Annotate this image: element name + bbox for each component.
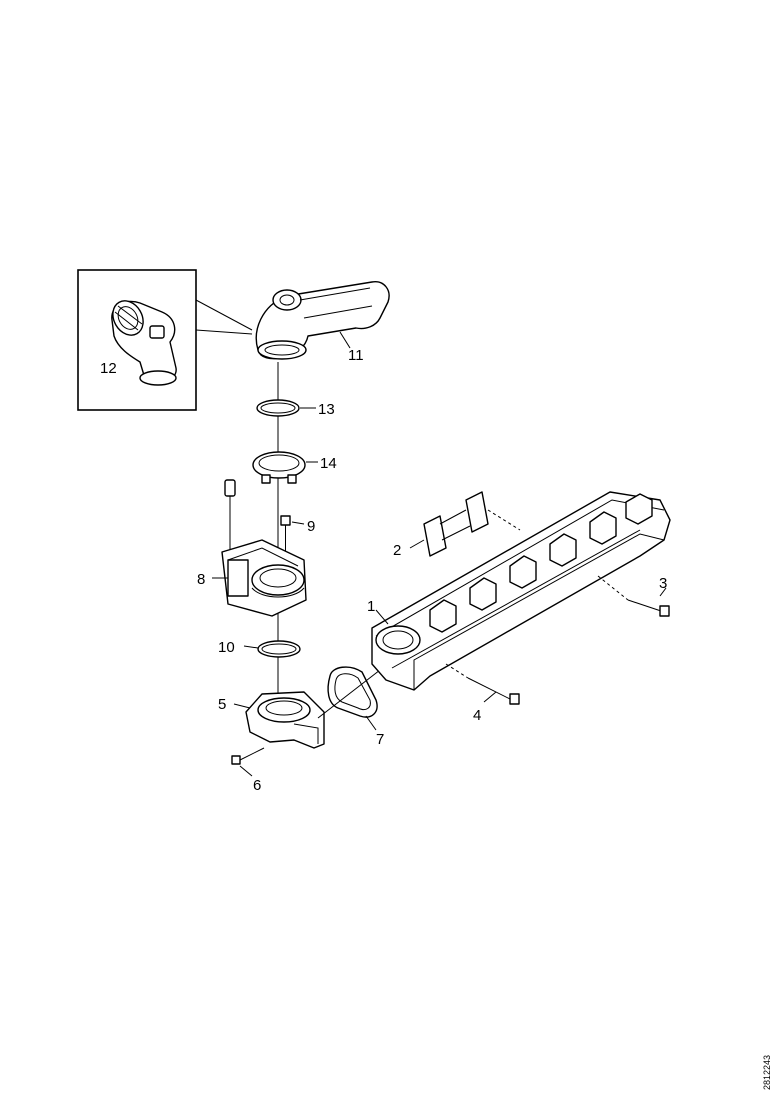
callout-7: 7: [376, 731, 384, 748]
part-1-intake-manifold: [371, 491, 671, 691]
part-13-o-ring: [256, 399, 316, 417]
part-10-o-ring: [243, 640, 301, 658]
callout-14: 14: [320, 455, 337, 472]
callout-1: 1: [367, 598, 375, 615]
part-14-clamp-ring: [252, 451, 318, 484]
inset-detail-box: [77, 269, 253, 411]
callout-2: 2: [393, 542, 401, 559]
part-4-long-bolt: [445, 663, 520, 705]
part-2-gasket-plate: [409, 491, 521, 557]
part-5-adapter-flange: [233, 691, 325, 749]
part-12-elbow: [111, 300, 177, 386]
callout-5: 5: [218, 696, 226, 713]
callout-11: 11: [348, 347, 364, 364]
callout-3: 3: [659, 575, 667, 592]
callout-10: 10: [218, 639, 235, 656]
callout-6: 6: [253, 777, 261, 794]
part-8-valve-housing: [212, 479, 307, 617]
callout-8: 8: [197, 571, 205, 588]
callout-4: 4: [473, 707, 481, 724]
part-7-gasket: [317, 666, 381, 731]
callout-9: 9: [307, 518, 315, 535]
part-11-intake-pipe: [255, 281, 390, 360]
reference-number: 2812243: [762, 1055, 772, 1090]
callout-13: 13: [318, 401, 335, 418]
part-3-long-bolt: [597, 575, 670, 617]
callout-12: 12: [100, 360, 117, 377]
part-6-bolt: [231, 747, 265, 777]
